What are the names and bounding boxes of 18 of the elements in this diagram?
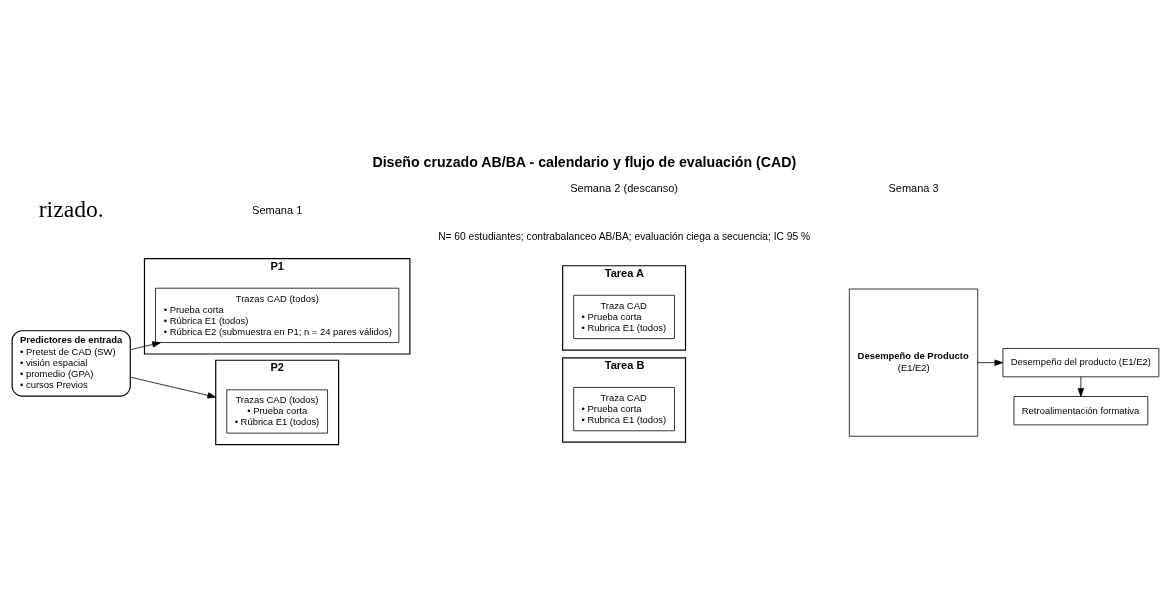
label: Semana 1 — [252, 204, 303, 217]
arrow — [1077, 376, 1085, 397]
node-box: Trazas CAD (todos) • Prueba corta • Rúbrica E1 (todos) • Rúbrica E2 (submuestra en P1; n = 24 pares válidos) — [155, 287, 400, 343]
node-box: Trazas CAD (todos) • Prueba corta • Rúbrica E1 (todos) — [226, 389, 328, 434]
arrow — [977, 359, 1004, 366]
node-box: Traza CAD • Prueba corta • Rubrica E1 (todos) — [573, 387, 675, 432]
label: Semana 2 (descanso) — [570, 182, 678, 195]
node-box: Desempeño de Producto (E1/E2) — [848, 288, 979, 437]
node-box: Desempeño del producto (E1/E2) — [1002, 348, 1160, 378]
diagram-title: Diseño cruzado AB/BA - calendario y flujo de evaluación (CAD) — [372, 153, 797, 170]
arrow — [129, 341, 161, 351]
arrow — [129, 376, 217, 399]
label: rizado. — [38, 196, 104, 223]
node-box: Traza CAD • Prueba corta • Rubrica E1 (todos) — [573, 294, 675, 339]
label: Semana 3 — [888, 182, 939, 195]
node-box: Predictores de entrada • Pretest de CAD (SW) • visión espacial • promedio (GPA) • cursos Previos — [11, 330, 131, 397]
caption: N= 60 estudiantes; contrabalanceo AB/BA; evaluación ciega a secuencia; IC 95 % — [438, 231, 810, 243]
node-box: Retroalimentación formativa — [1013, 396, 1149, 426]
